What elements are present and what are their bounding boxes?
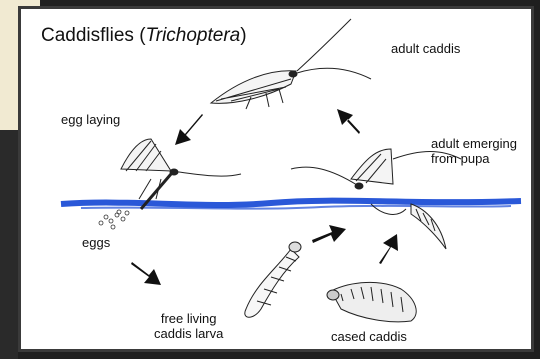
label-cased-caddis: cased caddis [331, 329, 407, 344]
background-dark-strip [0, 130, 18, 359]
egg-laying-adult-illustration [121, 139, 241, 209]
label-eggs: eggs [82, 235, 110, 250]
free-living-larva-illustration [245, 242, 301, 317]
label-adult-caddis: adult caddis [391, 41, 460, 56]
eggs-illustration [99, 210, 129, 229]
label-adult-emerging: adult emerging from pupa [431, 136, 517, 166]
label-egg-laying: egg laying [61, 112, 120, 127]
label-free-living-larva: free living caddis larva [154, 311, 223, 341]
diagram-title: Caddisflies (Trichoptera) [41, 25, 247, 47]
lifecycle-arrows [131, 109, 398, 285]
lifecycle-diagram-panel: Caddisflies (Trichoptera) adult caddis e… [18, 6, 534, 352]
cased-caddis-illustration [327, 282, 416, 321]
diagram-drawing [21, 9, 531, 349]
water-surface [61, 201, 521, 205]
